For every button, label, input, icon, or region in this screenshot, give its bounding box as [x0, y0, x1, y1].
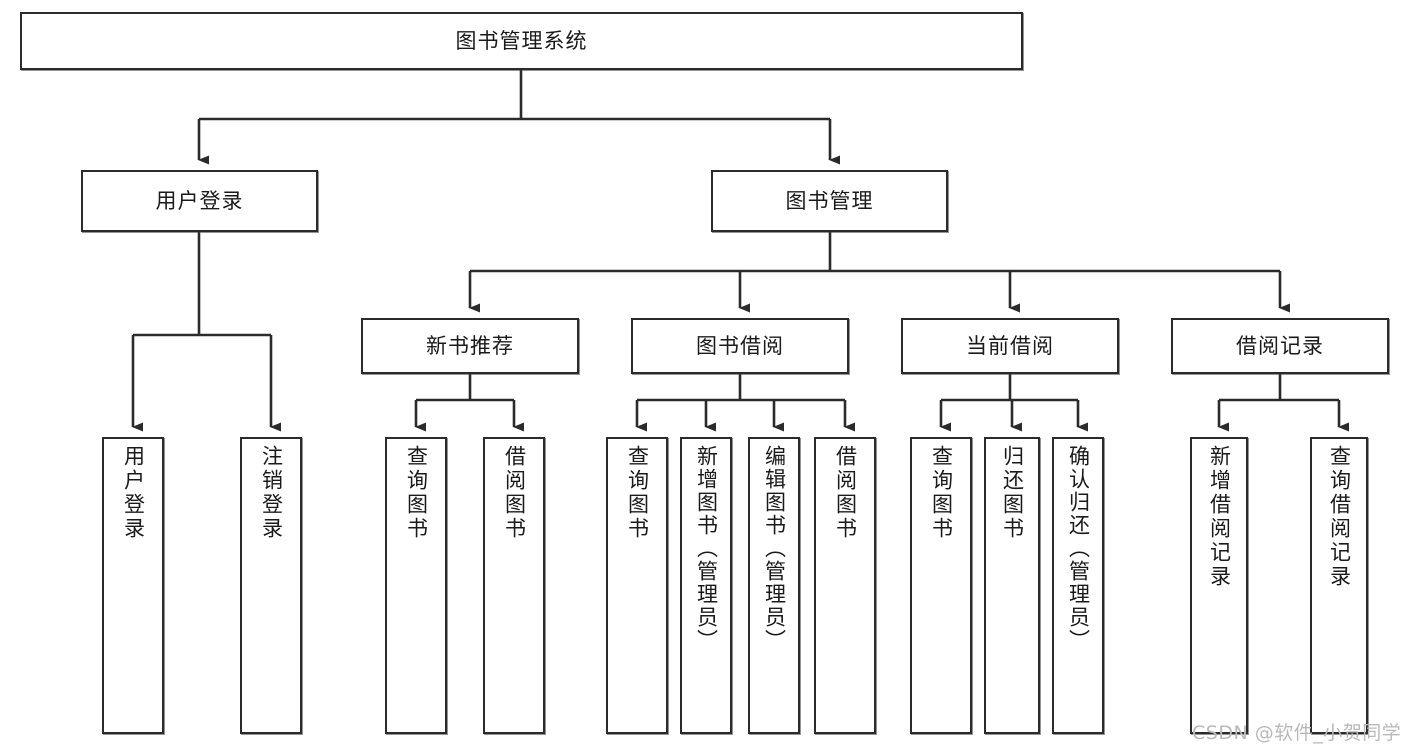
node-leaf-edit-book[interactable]: 编辑图书（管理员） — [748, 437, 800, 734]
csdn-watermark: CSDN @软件_小贺同学 — [1192, 722, 1402, 744]
node-leaf-return-book-label: 归还图书 — [1000, 445, 1025, 541]
node-leaf-query-book-3-label: 查询图书 — [929, 445, 954, 541]
node-leaf-query-book-1[interactable]: 查询图书 — [385, 437, 447, 734]
node-leaf-borrow-book-2[interactable]: 借阅图书 — [814, 437, 876, 734]
node-root-label: 图书管理系统 — [455, 28, 588, 53]
node-user-login-label: 用户登录 — [155, 188, 244, 213]
node-book-manage-label: 图书管理 — [785, 188, 874, 213]
node-leaf-add-record[interactable]: 新增借阅记录 — [1190, 437, 1248, 734]
node-leaf-query-book-2[interactable]: 查询图书 — [606, 437, 668, 734]
node-leaf-user-login-label: 用户登录 — [121, 445, 146, 541]
node-leaf-add-record-label: 新增借阅记录 — [1207, 445, 1232, 589]
node-current-borrow[interactable]: 当前借阅 — [901, 318, 1119, 374]
node-new-book-rec[interactable]: 新书推荐 — [361, 318, 579, 374]
node-leaf-query-book-2-label: 查询图书 — [625, 445, 650, 541]
node-leaf-add-book[interactable]: 新增图书（管理员） — [680, 437, 732, 734]
node-leaf-add-book-label: 新增图书（管理员） — [694, 445, 719, 652]
node-leaf-edit-book-label: 编辑图书（管理员） — [762, 445, 787, 652]
node-leaf-query-book-3[interactable]: 查询图书 — [910, 437, 972, 734]
node-book-borrow-label: 图书借阅 — [696, 333, 784, 358]
node-book-borrow[interactable]: 图书借阅 — [631, 318, 849, 374]
node-user-login[interactable]: 用户登录 — [81, 170, 318, 232]
node-leaf-return-book[interactable]: 归还图书 — [984, 437, 1040, 734]
node-book-manage[interactable]: 图书管理 — [711, 170, 948, 232]
node-leaf-query-record-label: 查询借阅记录 — [1327, 445, 1352, 589]
node-borrow-record-label: 借阅记录 — [1236, 333, 1324, 358]
node-leaf-confirm-return-label: 确认归还（管理员） — [1066, 445, 1091, 652]
node-leaf-logout[interactable]: 注销登录 — [240, 437, 302, 734]
node-borrow-record[interactable]: 借阅记录 — [1171, 318, 1389, 374]
node-leaf-user-login[interactable]: 用户登录 — [102, 437, 164, 734]
node-leaf-borrow-book-1[interactable]: 借阅图书 — [483, 437, 545, 734]
node-leaf-borrow-book-2-label: 借阅图书 — [833, 445, 858, 541]
node-leaf-query-book-1-label: 查询图书 — [404, 445, 429, 541]
node-leaf-borrow-book-1-label: 借阅图书 — [502, 445, 527, 541]
node-new-book-rec-label: 新书推荐 — [426, 333, 514, 358]
node-root[interactable]: 图书管理系统 — [20, 12, 1023, 70]
node-leaf-logout-label: 注销登录 — [259, 445, 284, 541]
node-leaf-query-record[interactable]: 查询借阅记录 — [1310, 437, 1368, 734]
node-current-borrow-label: 当前借阅 — [966, 333, 1054, 358]
node-leaf-confirm-return[interactable]: 确认归还（管理员） — [1052, 437, 1104, 734]
